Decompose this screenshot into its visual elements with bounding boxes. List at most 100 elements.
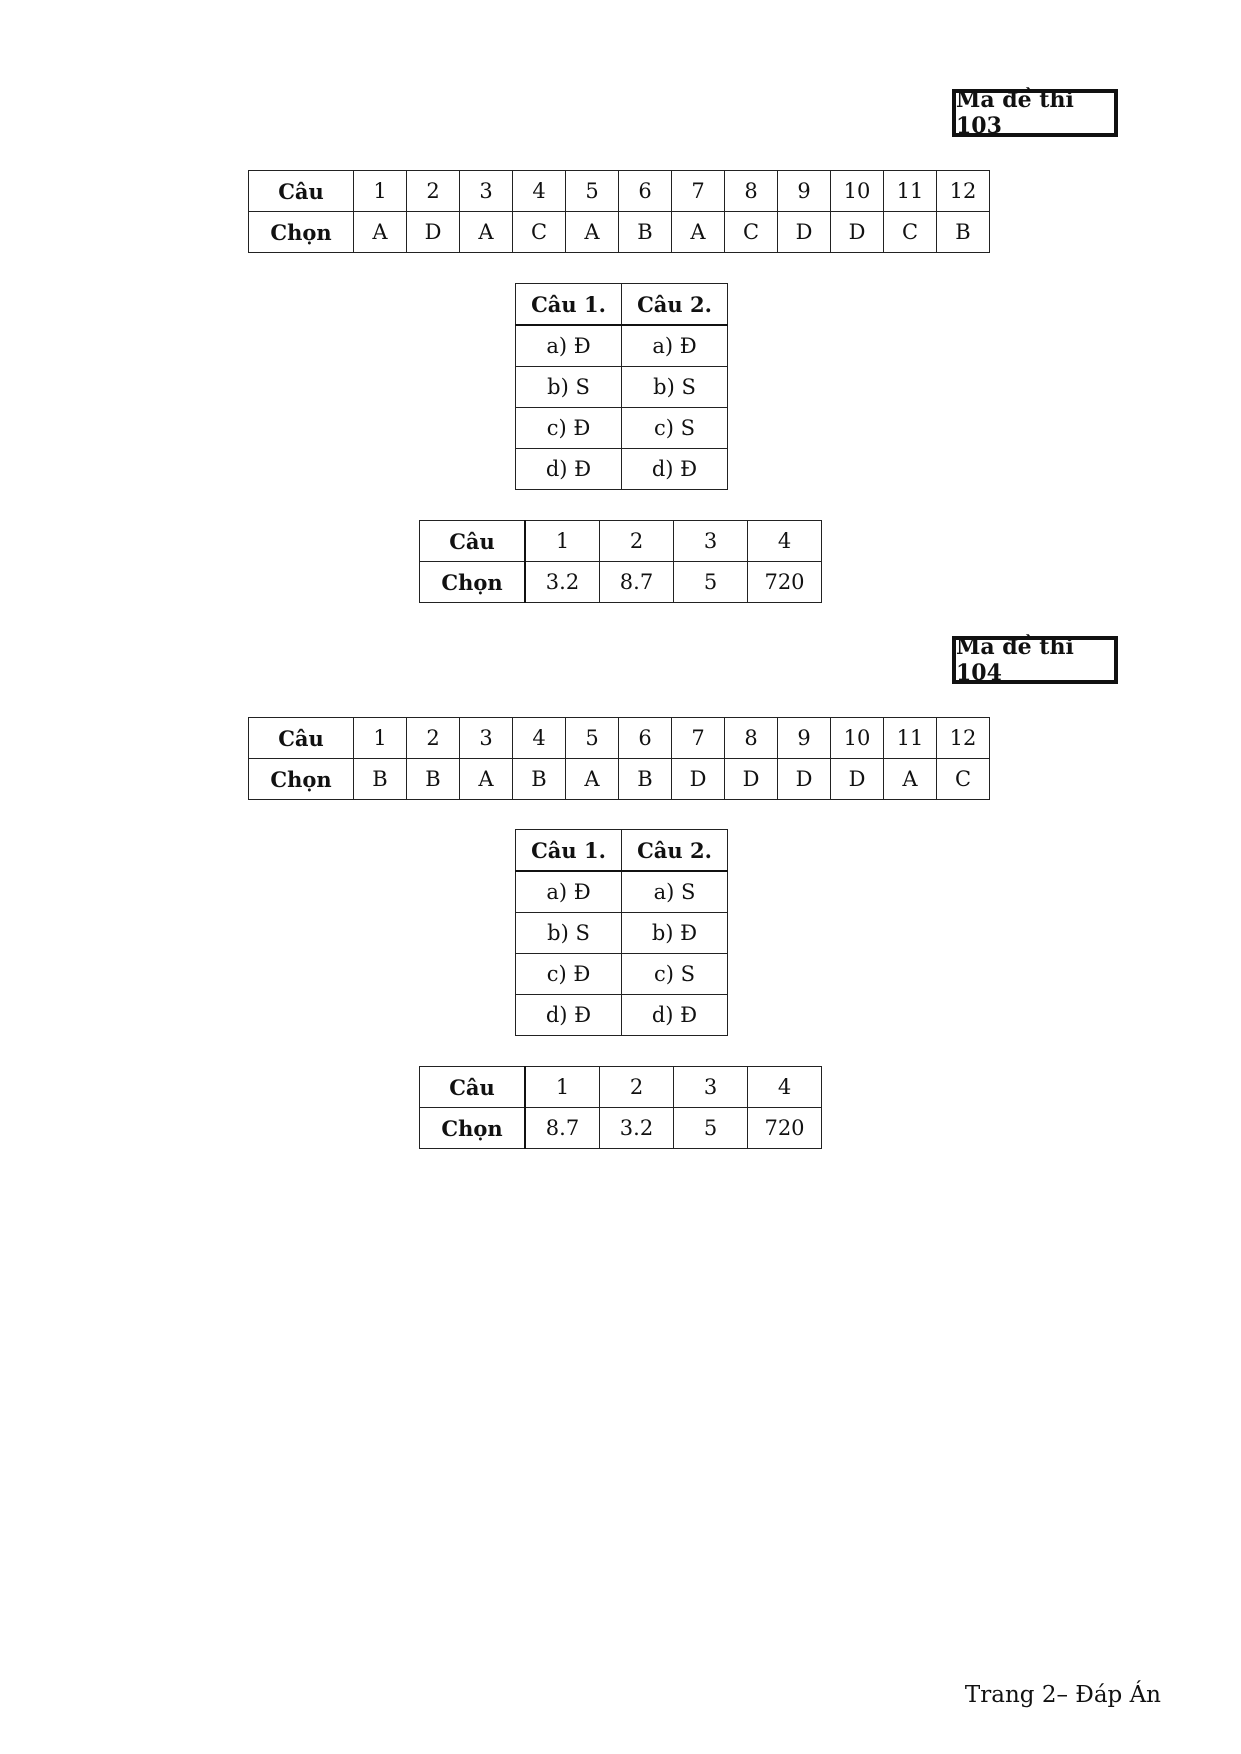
tf-cell: c) S [621,407,728,449]
tf-cell: a) S [621,870,728,913]
tf-row: c) Đ c) S [515,953,728,995]
question-number: 5 [565,717,619,759]
multiple-choice-table: Câu 1 2 3 4 5 6 7 8 9 10 11 12 Chọn B B … [248,717,990,800]
question-header: Câu [248,170,354,212]
answer-cell: B [512,758,566,800]
question-number: 3 [459,717,513,759]
question-number: 4 [747,520,822,562]
question-header: Câu [248,717,354,759]
question-number: 12 [936,717,990,759]
short-answer-table: Câu 1 2 3 4 Chọn 3.2 8.7 5 720 [419,520,822,603]
question-number: 4 [747,1066,822,1108]
tf-row: a) Đ a) Đ [515,324,728,367]
tf-cell: d) Đ [515,448,622,490]
question-number: 8 [724,170,778,212]
answer-cell: B [406,758,460,800]
tf-cell: a) Đ [621,324,728,367]
tf-cell: b) Đ [621,912,728,954]
answer-cell: A [459,211,513,253]
question-number-row: Câu 1 2 3 4 [419,520,822,562]
answer-cell: 5 [673,561,748,603]
question-number: 10 [830,717,884,759]
question-number: 4 [512,717,566,759]
question-number: 1 [353,717,407,759]
answer-header: Chọn [248,758,354,800]
tf-row: d) Đ d) Đ [515,994,728,1036]
answer-cell: A [565,211,619,253]
question-number: 5 [565,170,619,212]
exam-code-box: Mã đề thi 103 [952,87,1118,139]
short-answer-table: Câu 1 2 3 4 Chọn 8.7 3.2 5 720 [419,1066,822,1149]
answer-cell: C [724,211,778,253]
question-number: 9 [777,170,831,212]
tf-cell: b) S [621,366,728,408]
answer-cell: D [830,211,884,253]
question-number: 7 [671,170,725,212]
question-number: 11 [883,717,937,759]
tf-cell: c) Đ [515,953,622,995]
answer-cell: A [565,758,619,800]
tf-header: Câu 1. [515,829,622,872]
tf-cell: c) Đ [515,407,622,449]
tf-cell: d) Đ [515,994,622,1036]
answer-cell: D [777,758,831,800]
answer-cell: C [936,758,990,800]
answer-cell: C [512,211,566,253]
tf-row: b) S b) Đ [515,912,728,954]
page-footer: Trang 2– Đáp Án [964,1682,1161,1708]
question-number: 2 [406,170,460,212]
question-header: Câu [419,520,526,562]
answer-row: Chọn B B A B A B D D D D A C [248,758,990,800]
question-number: 1 [353,170,407,212]
answer-cell: A [671,211,725,253]
question-number: 2 [599,520,674,562]
tf-header: Câu 1. [515,283,622,326]
answer-cell: 8.7 [524,1107,600,1149]
answer-cell: B [353,758,407,800]
answer-cell: C [883,211,937,253]
multiple-choice-table: Câu 1 2 3 4 5 6 7 8 9 10 11 12 Chọn A D … [248,170,990,253]
question-number-row: Câu 1 2 3 4 5 6 7 8 9 10 11 12 [248,717,990,759]
answer-header: Chọn [248,211,354,253]
tf-cell: a) Đ [515,870,622,913]
question-number: 1 [524,1066,600,1108]
question-number: 3 [673,1066,748,1108]
question-number: 12 [936,170,990,212]
tf-header-row: Câu 1. Câu 2. [515,283,728,326]
tf-cell: d) Đ [621,448,728,490]
exam-code-box: Mã đề thi 104 [952,634,1118,686]
question-number: 1 [524,520,600,562]
tf-row: c) Đ c) S [515,407,728,449]
question-number: 6 [618,717,672,759]
tf-cell: c) S [621,953,728,995]
answer-cell: 720 [747,1107,822,1149]
answer-cell: D [724,758,778,800]
tf-row: b) S b) S [515,366,728,408]
question-number: 2 [599,1066,674,1108]
answer-cell: B [936,211,990,253]
answer-cell: D [830,758,884,800]
true-false-table: Câu 1. Câu 2. a) Đ a) Đ b) S b) S c) Đ c… [515,283,728,490]
answer-cell: B [618,211,672,253]
tf-header: Câu 2. [621,283,728,326]
question-number-row: Câu 1 2 3 4 [419,1066,822,1108]
answer-cell: 5 [673,1107,748,1149]
answer-cell: A [883,758,937,800]
question-number: 7 [671,717,725,759]
question-number-row: Câu 1 2 3 4 5 6 7 8 9 10 11 12 [248,170,990,212]
answer-cell: D [671,758,725,800]
answer-cell: B [618,758,672,800]
question-number: 6 [618,170,672,212]
question-number: 3 [459,170,513,212]
tf-row: d) Đ d) Đ [515,448,728,490]
question-number: 2 [406,717,460,759]
answer-cell: 720 [747,561,822,603]
tf-cell: d) Đ [621,994,728,1036]
tf-header-row: Câu 1. Câu 2. [515,829,728,872]
answer-cell: 3.2 [524,561,600,603]
answer-cell: A [459,758,513,800]
question-number: 8 [724,717,778,759]
question-number: 3 [673,520,748,562]
answer-row: Chọn 3.2 8.7 5 720 [419,561,822,603]
tf-header: Câu 2. [621,829,728,872]
